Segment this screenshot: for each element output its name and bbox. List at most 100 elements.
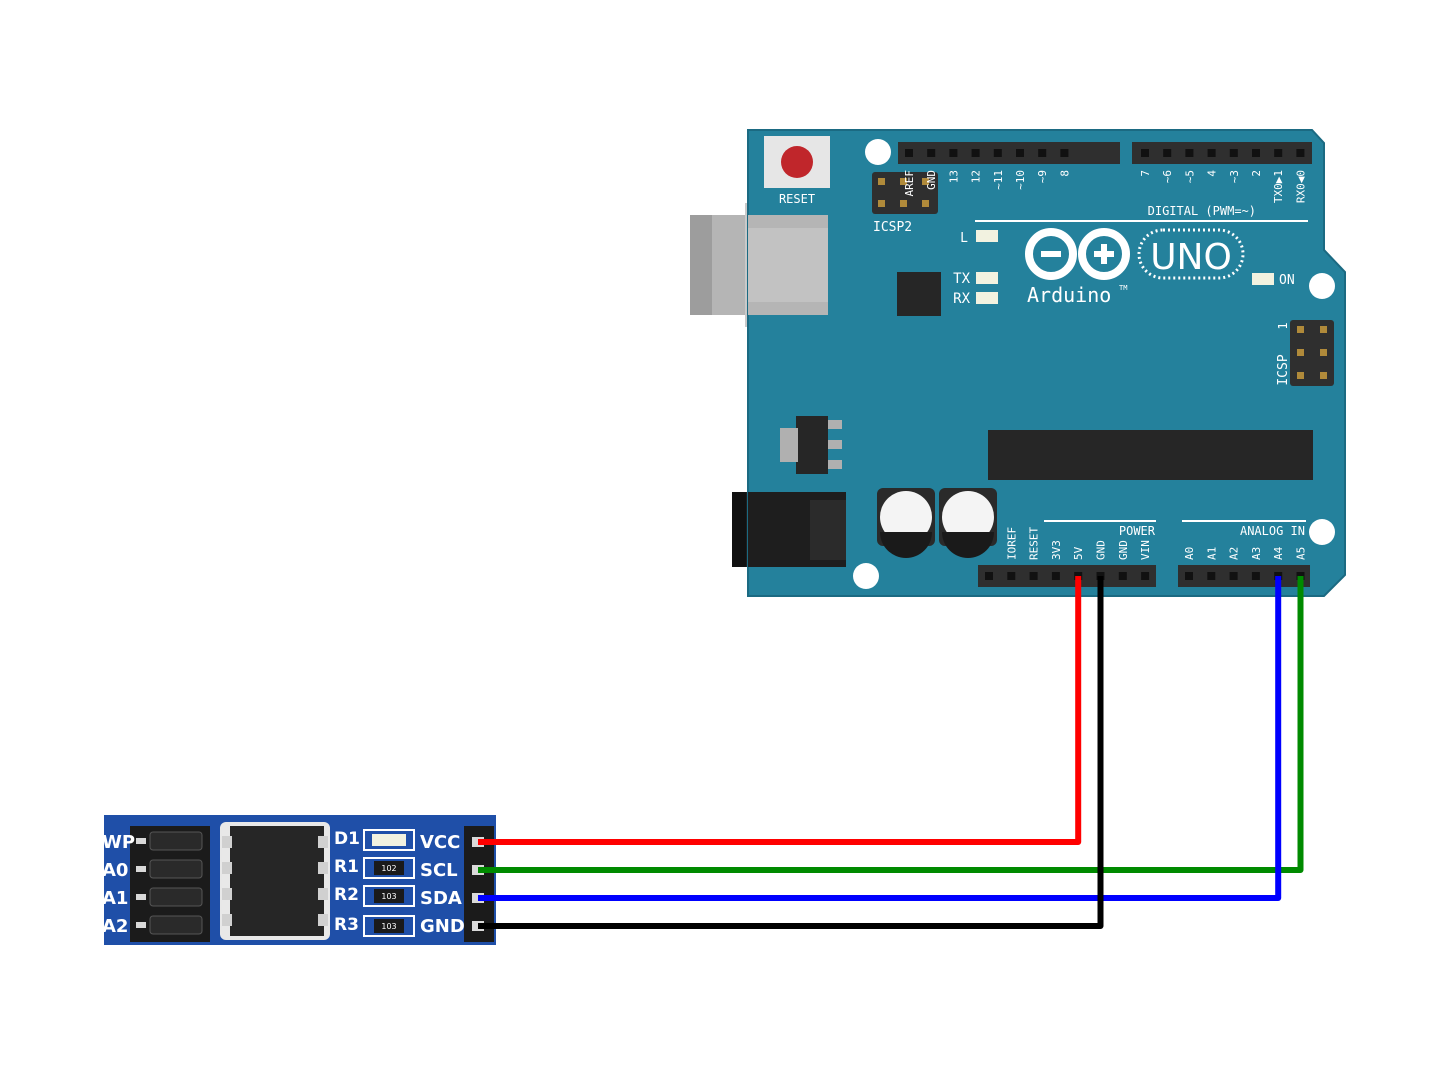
digital-socket[interactable]: [1296, 149, 1305, 157]
wire-gnd-to-gnd: [478, 576, 1104, 929]
digital-label: DIGITAL (PWM=~): [1148, 204, 1256, 218]
analog-socket[interactable]: [1185, 572, 1193, 580]
smd-resistor: [374, 889, 404, 903]
power-pin-label: 5V: [1072, 546, 1085, 560]
digital-socket[interactable]: [1207, 149, 1216, 157]
module-jumper-label: WP: [102, 832, 135, 853]
power-pin-label: RESET: [1028, 527, 1041, 560]
digital-pin-label: 4: [1206, 170, 1219, 177]
logo-tm: TM: [1119, 284, 1127, 292]
component-outline: [363, 885, 415, 907]
led-l-label: L: [960, 231, 968, 246]
digital-pin-label: ~6: [1161, 170, 1174, 183]
wire-vcc-to-5v: [478, 576, 1082, 845]
digital-pin-label: ~10: [1014, 170, 1027, 190]
component-outline: [363, 829, 415, 851]
analog-pin-label: A4: [1272, 546, 1285, 560]
icsp-label: ICSP: [1276, 354, 1291, 385]
component-outline: [363, 857, 415, 879]
analog-socket[interactable]: [1229, 572, 1238, 580]
analog-socket[interactable]: [1207, 572, 1216, 580]
component-label: R1: [334, 857, 359, 877]
digital-socket[interactable]: [1038, 149, 1047, 157]
digital-pin-label: 13: [947, 170, 960, 183]
power-pin-label: IOREF: [1005, 527, 1018, 560]
digital-pin-label: TX0▶1: [1272, 170, 1285, 203]
icsp-pin1-label: 1: [1276, 322, 1290, 329]
digital-socket[interactable]: [971, 149, 980, 157]
capacitor: [939, 488, 997, 558]
logo-text: Arduino: [1027, 283, 1111, 307]
power-socket[interactable]: [1051, 572, 1060, 580]
power-socket[interactable]: [985, 572, 993, 580]
power-socket[interactable]: [1118, 572, 1127, 580]
digital-pin-label: ~9: [1036, 170, 1049, 183]
digital-socket[interactable]: [927, 149, 936, 157]
power-socket[interactable]: [1007, 572, 1016, 580]
digital-socket[interactable]: [1185, 149, 1194, 157]
mount-hole: [1309, 519, 1335, 545]
digital-socket[interactable]: [949, 149, 958, 157]
power-label: POWER: [1119, 524, 1156, 538]
resistor-code: 103: [381, 892, 396, 901]
wire-sda-to-a4: [478, 576, 1282, 901]
eeprom-chip: [230, 826, 324, 936]
digital-socket[interactable]: [1060, 149, 1069, 157]
module-pin-label: VCC: [420, 832, 460, 853]
digital-socket[interactable]: [1163, 149, 1172, 157]
analog-socket[interactable]: [1251, 572, 1260, 580]
microcontroller-chip: [988, 430, 1313, 480]
module-jumper-label: A0: [102, 860, 128, 881]
resistor-code: 103: [381, 922, 396, 931]
analog-pin-label: A2: [1228, 547, 1241, 560]
module-jumper-label: A2: [102, 916, 128, 937]
digital-pin-label: ~3: [1228, 170, 1241, 183]
uno-text: UNO: [1150, 237, 1232, 278]
led-tx-label: TX: [953, 271, 970, 287]
component-outline: [363, 915, 415, 937]
module-pin-label: SDA: [420, 888, 462, 909]
digital-pin-label: 2: [1250, 170, 1263, 177]
analog-pin-label: A5: [1295, 547, 1308, 560]
analog-pin-label: A3: [1250, 547, 1263, 560]
digital-socket[interactable]: [993, 149, 1002, 157]
digital-socket[interactable]: [1016, 149, 1024, 157]
analog-pin-label: A1: [1205, 547, 1218, 560]
component-label: R3: [334, 915, 359, 935]
digital-socket[interactable]: [1141, 149, 1149, 157]
voltage-regulator: [796, 416, 828, 474]
digital-socket[interactable]: [1252, 149, 1260, 157]
smd-resistor: [374, 919, 404, 933]
power-pin-label: 3V3: [1050, 540, 1063, 560]
digital-socket[interactable]: [1229, 149, 1238, 157]
digital-socket[interactable]: [1274, 149, 1283, 157]
mount-hole: [865, 139, 891, 165]
component-label: D1: [334, 829, 360, 849]
analog-header: [1178, 565, 1310, 587]
arduino-logo: Arduino TM UNO: [1025, 228, 1245, 307]
module-jumper-label: A1: [102, 888, 128, 909]
power-socket[interactable]: [1141, 572, 1150, 580]
icsp2-header: [872, 172, 938, 214]
module-pin-label: SCL: [420, 860, 458, 881]
power-pin-label: VIN: [1139, 540, 1152, 560]
capacitor: [877, 488, 935, 558]
icsp-header: [1290, 320, 1334, 386]
component-label: R2: [334, 885, 359, 905]
led-rx: [976, 292, 998, 304]
digital-socket[interactable]: [905, 149, 913, 157]
power-pin-label: GND: [1117, 540, 1130, 560]
icsp2-label: ICSP2: [873, 220, 912, 235]
led-on: [1252, 273, 1274, 285]
wires: [478, 576, 1304, 929]
digital-pin-label: 8: [1058, 170, 1071, 177]
reset-button-cap[interactable]: [781, 146, 813, 178]
digital-header-right: [1132, 142, 1312, 164]
digital-pin-label: ~5: [1183, 170, 1196, 183]
led-d1: [372, 834, 406, 846]
led-rx-label: RX: [953, 291, 970, 307]
power-socket[interactable]: [1029, 572, 1038, 580]
wire-scl-to-a5: [478, 576, 1304, 873]
